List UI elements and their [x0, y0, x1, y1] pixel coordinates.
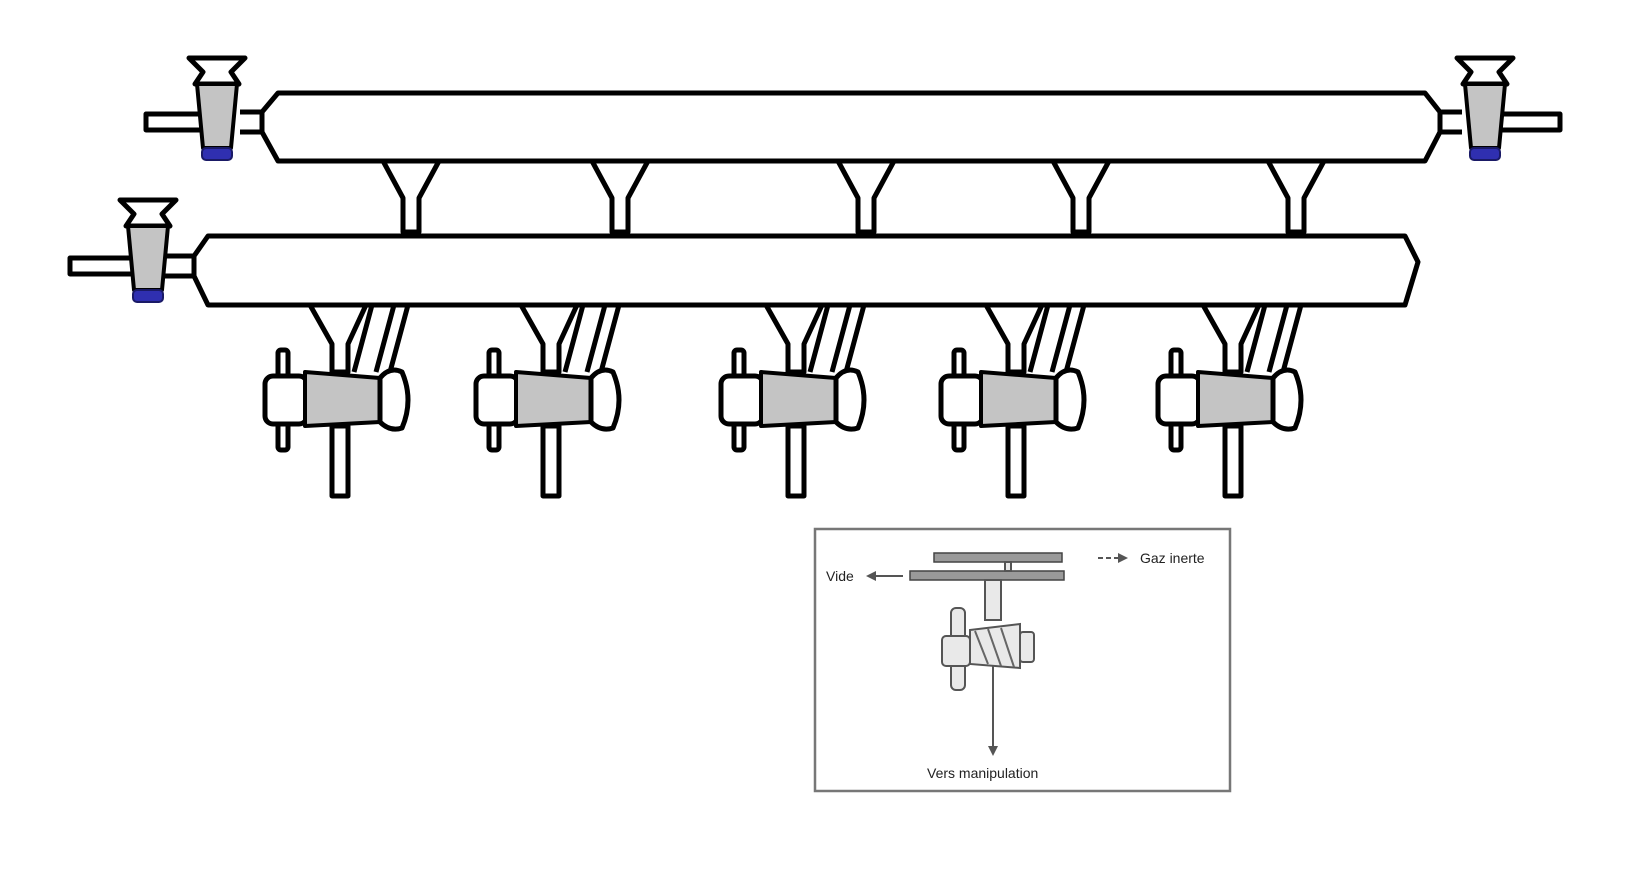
- stopcock-3: [718, 302, 867, 499]
- manifold-connectors: [380, 158, 1327, 235]
- stopcock-1: [262, 302, 411, 499]
- inset-arrow-vacuum: [866, 571, 903, 581]
- lower-left-end-valve: [117, 197, 179, 303]
- inset-inert-gas-bar: [933, 552, 1063, 563]
- inset-arrow-inert-gas: [1098, 553, 1128, 563]
- inset-vacuum-bar: [909, 570, 1065, 581]
- inset-detail: Vide Gaz inerte Vers manipulation: [813, 527, 1232, 793]
- lower-manifold: [67, 233, 1421, 308]
- stopcock-2: [473, 302, 622, 499]
- stopcock-4: [938, 302, 1087, 499]
- inset-label-inert-gas: Gaz inerte: [1140, 550, 1205, 566]
- inset-arrow-to-setup: [988, 666, 998, 756]
- inset-label-to-setup: Vers manipulation: [927, 765, 1038, 781]
- upper-right-end-valve: [1454, 55, 1516, 161]
- upper-left-end-valve: [186, 55, 248, 161]
- upper-manifold: [143, 90, 1563, 164]
- inset-label-vacuum: Vide: [826, 568, 854, 584]
- stopcock-5: [1155, 302, 1304, 499]
